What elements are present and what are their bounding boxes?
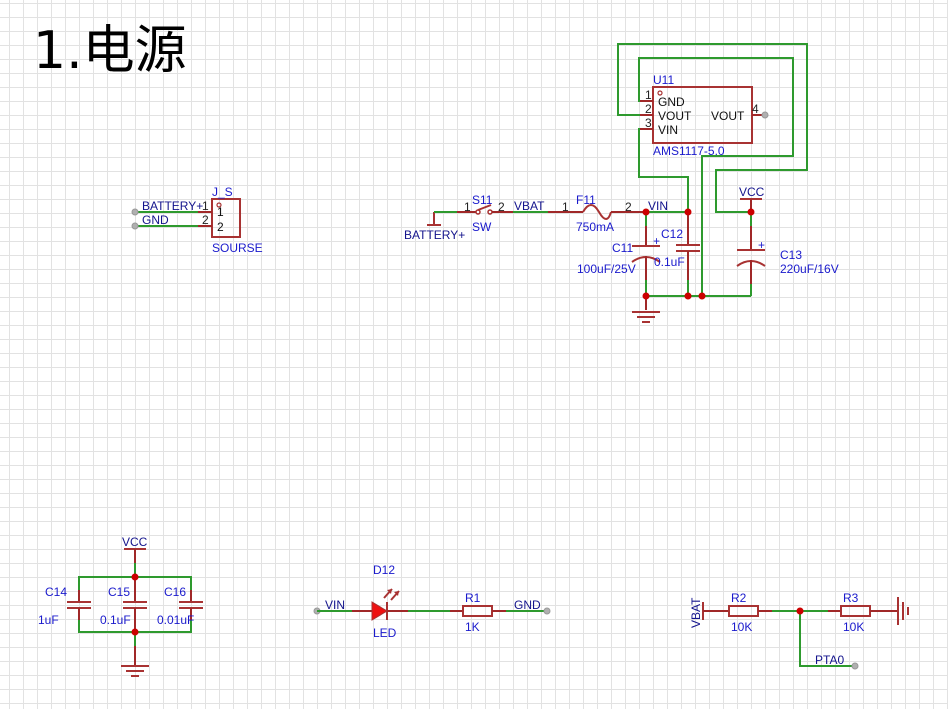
r1-designator: R1: [465, 591, 481, 605]
connector-value: SOURSE: [212, 241, 263, 255]
wire-pta0[interactable]: [799, 611, 855, 667]
junction: [698, 292, 706, 300]
junction: [642, 208, 650, 216]
net-label-battery-plus: BATTERY+: [142, 199, 203, 213]
u11-pin1-number: 1: [645, 88, 652, 102]
fuse-f11[interactable]: F11 750mA 1 2: [548, 193, 646, 234]
r3-value: 10K: [843, 620, 864, 634]
net-terminal[interactable]: [131, 222, 139, 230]
junction: [684, 292, 692, 300]
vbat-port[interactable]: [702, 602, 716, 620]
c14-designator: C14: [45, 585, 67, 599]
pin4-terminal[interactable]: [761, 111, 769, 119]
resistor-r3[interactable]: R3 10K: [828, 591, 898, 634]
r3-designator: R3: [843, 591, 859, 605]
gnd-symbol-icon: [121, 646, 149, 677]
fuse-value: 750mA: [576, 220, 614, 234]
capacitor-c13[interactable]: + C13 220uF/16V: [736, 212, 839, 296]
wire-gnd-loop[interactable]: [638, 57, 794, 296]
junction: [684, 208, 692, 216]
fuse-pin1: 1: [562, 200, 569, 214]
c15-value: 0.1uF: [100, 613, 131, 627]
c16-designator: C16: [164, 585, 186, 599]
capacitor-c14[interactable]: C14 1uF: [38, 585, 91, 627]
switch-designator: S11: [472, 193, 493, 207]
c11-value: 100uF/25V: [577, 262, 636, 276]
net-label-led-vin: VIN: [325, 598, 345, 612]
gnd-symbol-icon: [632, 296, 660, 323]
pin1-marker-icon: [216, 202, 222, 208]
junction: [131, 573, 139, 581]
regulator-value: AMS1117-5.0: [653, 144, 725, 158]
light-emission-icon: [383, 588, 400, 601]
net-label-vcc: VCC: [739, 185, 765, 199]
connector-pin2-name: 2: [217, 220, 224, 234]
net-label-gnd: GND: [142, 213, 169, 227]
c14-value: 1uF: [38, 613, 59, 627]
capacitor-c12[interactable]: C12 0.1uF: [654, 212, 700, 296]
net-label-battery-plus-port: BATTERY+: [404, 228, 465, 242]
net-label-vcc-decoupling: VCC: [122, 535, 148, 549]
battery-plus-port[interactable]: [427, 212, 441, 226]
c13-designator: C13: [780, 248, 802, 262]
net-terminal-pta0[interactable]: [851, 662, 859, 670]
u11-pin2-number: 2: [645, 102, 652, 116]
regulator-designator: U11: [653, 73, 674, 87]
r2-designator: R2: [731, 591, 747, 605]
switch-pin1: 1: [464, 200, 471, 214]
net-label-led-gnd: GND: [514, 598, 541, 612]
connector-pin1-number: 1: [202, 199, 209, 213]
wire-vin[interactable]: [638, 128, 689, 212]
switch-value: SW: [472, 220, 492, 234]
led-designator: D12: [373, 563, 395, 577]
resistor-r2[interactable]: R2 10K: [716, 591, 772, 634]
c13-value: 220uF/16V: [780, 262, 839, 276]
u11-pin4-number: 4: [752, 102, 759, 116]
sheet-title: 1.电源: [33, 21, 187, 81]
r2-value: 10K: [731, 620, 752, 634]
u11-pin3-name: VIN: [658, 123, 678, 137]
net-label-pta0: PTA0: [815, 653, 844, 667]
c16-value: 0.01uF: [157, 613, 194, 627]
net-terminal[interactable]: [131, 208, 139, 216]
connector-pin1-name: 1: [217, 205, 224, 219]
c11-designator: C11: [612, 241, 633, 255]
c15-designator: C15: [108, 585, 130, 599]
switch-pin2: 2: [498, 200, 505, 214]
fuse-pin2: 2: [625, 200, 632, 214]
gnd-symbol-icon: [897, 597, 909, 625]
u11-pin4-name: VOUT: [711, 109, 745, 123]
junction: [747, 208, 755, 216]
net-label-vbat: VBAT: [514, 199, 545, 213]
wire-vout-to-vcc[interactable]: [617, 43, 808, 213]
r1-value: 1K: [465, 620, 480, 634]
pin1-marker-icon: [657, 90, 663, 96]
capacitor-c15[interactable]: C15 0.1uF: [100, 577, 147, 632]
junction: [131, 628, 139, 636]
connector-pin2-number: 2: [202, 213, 209, 227]
junction: [796, 607, 804, 615]
u11-pin1-name: GND: [658, 95, 685, 109]
switch-s11[interactable]: S11 SW 1 2: [457, 193, 513, 234]
junction: [642, 292, 650, 300]
regulator-u11[interactable]: U11 AMS1117-5.0 1 2 3 4 GND VOUT VIN VOU…: [640, 73, 769, 158]
led-value: LED: [373, 626, 397, 640]
led-d12[interactable]: D12 LED: [352, 563, 408, 640]
c12-value: 0.1uF: [654, 255, 685, 269]
resistor-r1[interactable]: R1 1K: [450, 591, 506, 634]
connector-designator: J_S: [212, 185, 233, 199]
c12-designator: C12: [661, 227, 683, 241]
net-label-vbat-divider: VBAT: [689, 597, 703, 628]
polarity-mark: +: [758, 238, 765, 252]
capacitor-c16[interactable]: C16 0.01uF: [157, 585, 203, 627]
u11-pin3-number: 3: [645, 116, 652, 130]
connector-j-s[interactable]: J_S SOURSE 1 2 1 2: [198, 185, 263, 255]
u11-pin2-name: VOUT: [658, 109, 692, 123]
fuse-designator: F11: [576, 193, 596, 207]
net-label-vin: VIN: [648, 199, 668, 213]
polarity-mark: +: [653, 234, 660, 248]
net-terminal-gnd[interactable]: [543, 607, 551, 615]
